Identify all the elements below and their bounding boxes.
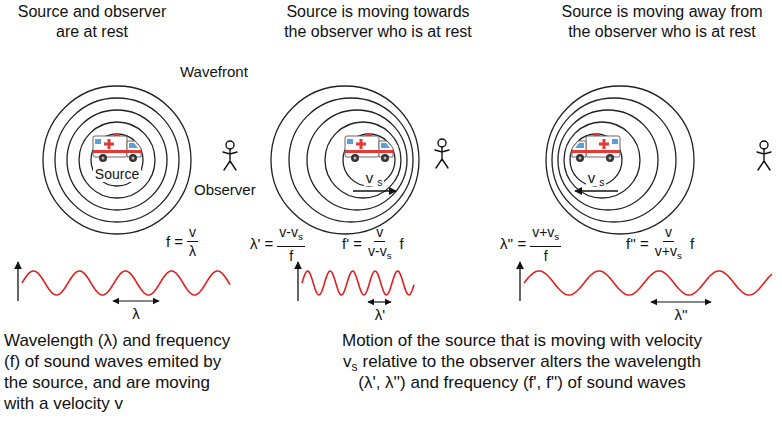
velocity-label: v (586, 169, 598, 186)
wavefront-circles (271, 86, 419, 234)
formula-numerator: v (189, 224, 196, 240)
wavelength-arrow (113, 300, 159, 301)
velocity-arrow (575, 190, 618, 191)
frequency-formula-group: f' =vv-vsf (342, 224, 404, 264)
panel-heading-group: Source is moving towards the observer wh… (280, 2, 476, 42)
formula-numerator: v-v (279, 224, 298, 240)
frequency-formula-group: f =vλ (166, 224, 202, 259)
source-label-group: Source (87, 165, 147, 183)
wavefront-label-group: Wavefront (180, 62, 270, 81)
caption-group: Motion of the source that is moving with… (267, 330, 777, 351)
formula-denominator: f (289, 248, 293, 264)
panel-heading: Source and observer are at rest (18, 3, 167, 40)
fraction-denominator: f (542, 247, 550, 264)
fraction-denominator: f (287, 247, 295, 264)
caption: Motion of the source that is moving with… (342, 331, 702, 350)
formula-left-side: λ'' = (500, 234, 526, 253)
wavelength-label: λ' (375, 306, 385, 323)
observer-figure (223, 141, 237, 170)
wavelength-label-group: λ (122, 304, 150, 323)
caption-group: (λ', λ'') and frequency (f', f'') of sou… (267, 372, 777, 393)
fraction-numerator: v (374, 224, 385, 242)
formula-left-side: λ' = (250, 234, 273, 253)
formula-left-side: f'' = (626, 234, 649, 253)
velocity-label-group: vs (354, 168, 394, 192)
formula-denominator: v-v (368, 243, 387, 259)
fraction-denominator: v+vs (653, 242, 684, 264)
velocity-arrow (353, 190, 396, 191)
caption: relative to the observer alters the wave… (363, 352, 701, 371)
velocity-label-subscript: s (597, 176, 606, 188)
caption-group: Wavelength (λ) and frequency (f) of soun… (4, 330, 242, 414)
velocity-label: v (364, 169, 376, 186)
formula-left-side: f' = (342, 234, 362, 253)
ambulance-icon (572, 133, 620, 162)
amplitude-axis (519, 262, 520, 301)
panel-heading: Source is moving away from the observer … (562, 3, 763, 40)
ambulance-icon (345, 133, 393, 162)
wavefront-label: Wavefront (180, 63, 248, 80)
wavelength-label-group: λ' (365, 305, 395, 324)
fraction-numerator: v+vs (530, 224, 561, 247)
observer-label-group: Observer (192, 180, 278, 199)
formula-numerator: v (376, 224, 383, 240)
sound-wave (302, 271, 414, 295)
velocity-label-subscript: s (375, 176, 384, 188)
wavelength-arrow (368, 301, 391, 302)
fraction-numerator: v (187, 224, 198, 242)
formula-denominator-subscript: s (387, 250, 392, 261)
formula-factor: f (400, 234, 404, 253)
fraction-numerator: v-vs (277, 224, 305, 247)
fraction: vλ (187, 224, 198, 259)
panel-heading: Source is moving towards the observer wh… (284, 3, 472, 40)
caption: (λ', λ'') and frequency (f', f'') of sou… (358, 373, 686, 392)
observer-label: Observer (192, 181, 258, 198)
formula-denominator: v+v (655, 243, 677, 259)
fraction: v v-vs (366, 224, 394, 264)
wavelength-label-group: λ'' (664, 305, 698, 324)
caption: v (343, 352, 352, 371)
panel-heading-group: Source is moving away from the observer … (555, 2, 769, 42)
wavelength-formula-group: λ' =v-vsf (250, 224, 309, 264)
wavefront-circles (546, 86, 694, 234)
amplitude-axis (17, 262, 18, 301)
fraction: v+vsf (530, 224, 561, 264)
formula-numerator-subscript: s (554, 231, 559, 242)
formula-left-side: f = (166, 232, 183, 251)
formula-numerator: v (665, 224, 672, 240)
caption-subscript: s (352, 360, 358, 374)
wavefront-circles (43, 86, 191, 234)
fraction: v v+vs (653, 224, 684, 264)
formula-denominator-subscript: s (677, 250, 682, 261)
observer-figure (757, 141, 771, 170)
wavelength-label: λ'' (674, 306, 687, 323)
formula-denominator: f (544, 248, 548, 264)
formula-numerator: v+v (532, 224, 554, 240)
fraction-denominator: v-vs (366, 242, 394, 264)
observer-figure (435, 139, 449, 168)
amplitude-axis (297, 262, 298, 301)
formula-numerator-subscript: s (298, 231, 303, 242)
formula-factor: f (690, 234, 694, 253)
wavelength-formula-group: λ'' =v+vsf (500, 224, 565, 264)
panel-heading-group: Source and observer are at rest (12, 2, 172, 42)
fraction: v-vsf (277, 224, 305, 264)
wavelength-label: λ (132, 305, 140, 322)
fraction-denominator: λ (187, 242, 198, 259)
ambulance-icon (93, 133, 141, 162)
wavelength-arrow (651, 301, 711, 302)
sound-wave (524, 271, 772, 295)
source-label: Source (93, 166, 141, 182)
frequency-formula-group: f'' =vv+vsf (626, 224, 694, 264)
caption: Wavelength (λ) and frequency (f) of soun… (4, 331, 230, 413)
fraction-numerator: v (663, 224, 674, 242)
velocity-label-group: vs (576, 168, 616, 192)
formula-denominator: λ (189, 243, 196, 259)
sound-wave (22, 271, 230, 295)
